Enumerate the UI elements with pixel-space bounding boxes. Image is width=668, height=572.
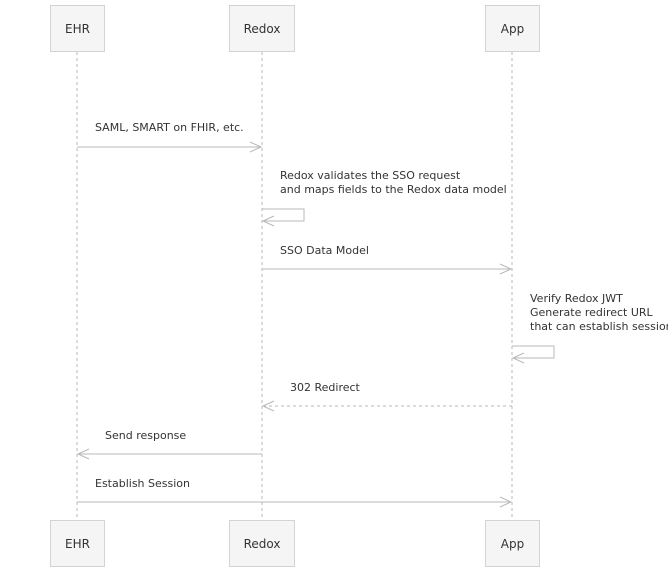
message-label-m3: SSO Data Model [280, 244, 369, 257]
message-arrow-m4 [511, 345, 555, 364]
message-label-m4: Verify Redox JWT Generate redirect URL t… [530, 292, 668, 333]
message-arrow-m5 [261, 400, 512, 412]
message-arrow-m6 [76, 448, 262, 460]
participant-ehr-top: EHR [50, 5, 105, 52]
participant-ehr-bottom: EHR [50, 520, 105, 567]
message-label-m6: Send response [105, 429, 187, 442]
message-arrow-m7 [77, 496, 513, 508]
message-label-m5: 302 Redirect [290, 381, 360, 394]
participant-redox-top: Redox [229, 5, 295, 52]
participant-redox-bottom: Redox [229, 520, 295, 567]
message-arrow-m2 [261, 208, 305, 227]
participant-app-bottom: App [485, 520, 540, 567]
message-label-m7: Establish Session [95, 477, 190, 490]
participant-app-top: App [485, 5, 540, 52]
message-arrow-m1 [77, 141, 263, 153]
message-arrow-m3 [262, 263, 513, 275]
message-label-m2: Redox validates the SSO request and maps… [280, 169, 507, 196]
message-label-m1: SAML, SMART on FHIR, etc. [95, 121, 244, 134]
